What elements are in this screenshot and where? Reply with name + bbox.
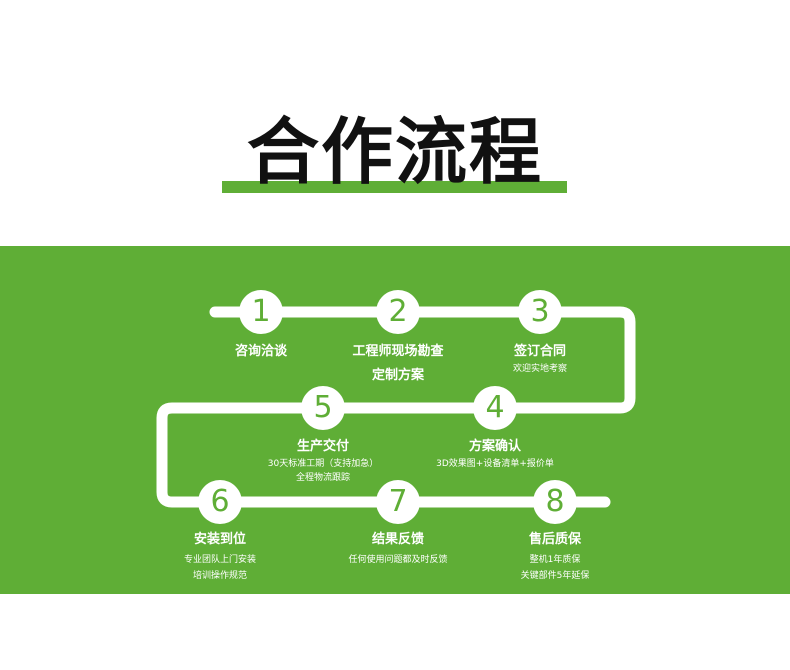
step-title: 咨询洽谈: [234, 344, 287, 359]
step-subtitle-2: 全程物流跟踪: [295, 473, 350, 483]
title-underline: [222, 181, 567, 193]
step-5: 生产交付 30天标准工期（支持加急） 全程物流跟踪: [203, 437, 443, 485]
process-path: [156, 306, 636, 508]
step-1-number: 1: [239, 290, 283, 334]
step-subtitle: 任何使用问题都及时反馈: [348, 555, 448, 565]
step-subtitle: 欢迎实地考察: [512, 364, 567, 374]
step-5-number: 5: [301, 386, 345, 430]
step-4-number: 4: [473, 386, 517, 430]
step-title: 结果反馈: [371, 532, 424, 547]
step-1: 咨询洽谈: [141, 342, 381, 362]
step-4: 方案确认 3D效果图+设备清单+报价单: [375, 437, 615, 471]
step-title: 签订合同: [513, 344, 566, 359]
step-subtitle: 专业团队上门安装: [183, 555, 256, 565]
step-2: 工程师现场勘查 定制方案: [278, 342, 518, 386]
step-title: 生产交付: [296, 439, 349, 454]
step-7-number: 7: [376, 480, 420, 524]
step-3: 签订合同 欢迎实地考察: [420, 342, 660, 376]
step-title: 售后质保: [528, 532, 581, 547]
step-6-number: 6: [198, 480, 242, 524]
step-2-number: 2: [376, 290, 420, 334]
step-title-line2: 定制方案: [371, 368, 424, 383]
process-band: [0, 246, 790, 594]
step-subtitle-2: 培训操作规范: [192, 571, 247, 581]
step-8: 售后质保 整机1年质保 关键部件5年延保: [435, 530, 675, 583]
page-title: 合作流程: [246, 110, 543, 194]
step-title: 工程师现场勘查: [352, 344, 444, 359]
step-subtitle-2: 关键部件5年延保: [520, 571, 590, 581]
step-subtitle: 30天标准工期（支持加急）: [267, 459, 379, 469]
step-3-number: 3: [518, 290, 562, 334]
step-8-number: 8: [533, 480, 577, 524]
step-title: 方案确认: [468, 439, 521, 454]
step-title: 安装到位: [193, 532, 246, 547]
step-subtitle: 整机1年质保: [529, 555, 581, 565]
step-subtitle: 3D效果图+设备清单+报价单: [436, 459, 554, 469]
step-7: 结果反馈 任何使用问题都及时反馈: [278, 530, 518, 567]
step-6: 安装到位 专业团队上门安装 培训操作规范: [100, 530, 340, 583]
